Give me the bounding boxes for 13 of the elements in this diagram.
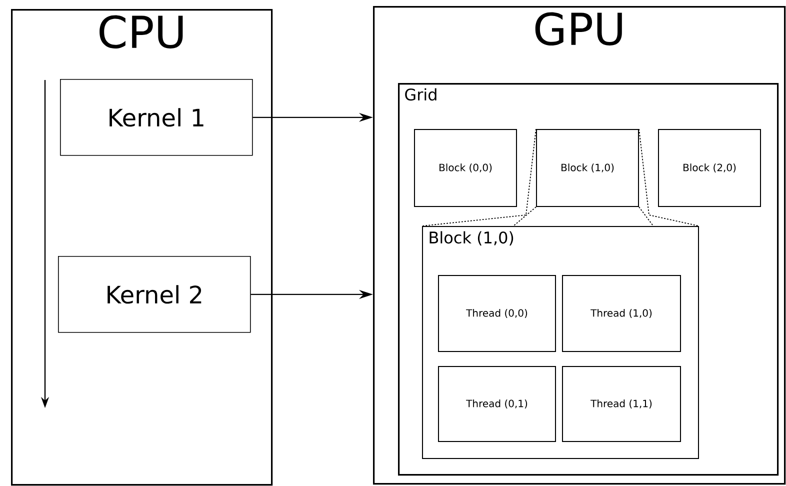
process-box: Kernel 1 (60, 79, 253, 156)
process-box: Kernel 2 (58, 256, 251, 333)
zoom-line (638, 128, 700, 226)
process-box: Block (1,0) (536, 129, 639, 207)
process-box: Block (2,0) (658, 129, 761, 207)
process-box: Thread (1,1) (562, 366, 681, 442)
zoom-line (422, 128, 536, 226)
zoom-line (638, 206, 654, 226)
zoom-line (512, 206, 536, 226)
process-box: Thread (0,1) (438, 366, 556, 442)
process-box: Thread (0,0) (438, 275, 556, 352)
process-box: Thread (1,0) (562, 275, 681, 352)
process-box: Block (0,0) (414, 129, 517, 207)
